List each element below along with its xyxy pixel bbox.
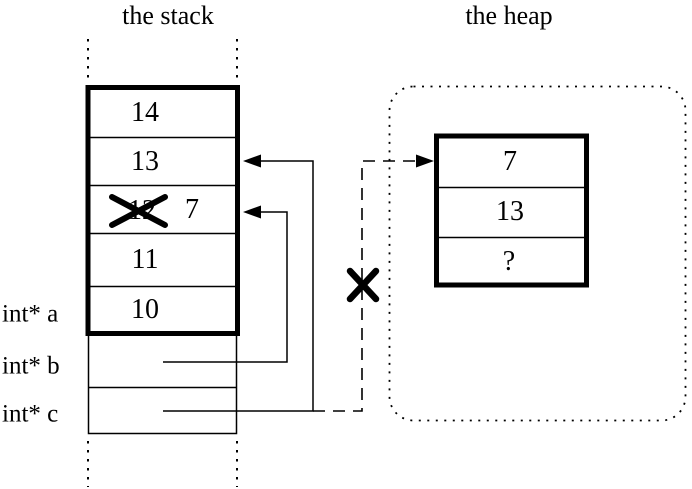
heap-title: the heap xyxy=(465,1,553,30)
stack-frame-box xyxy=(85,85,240,336)
stack-cell-value-0: 14 xyxy=(131,97,159,128)
heap-cell-dividers xyxy=(439,186,585,239)
pointer-b-line xyxy=(163,211,288,363)
stack-pointer-cells xyxy=(87,336,238,435)
stack-cell-replacement-value: 7 xyxy=(185,194,199,225)
dangling-pointer-arrowhead-icon xyxy=(416,154,434,168)
pointer-label-b: int* b xyxy=(2,352,60,380)
stack-cell-dividers xyxy=(90,136,236,288)
heap-cell-value-2: ? xyxy=(502,246,516,277)
pointer-label-a: int* a xyxy=(2,300,59,328)
stack-cell-value-1: 13 xyxy=(131,146,159,177)
heap-cell-value-1: 13 xyxy=(496,196,524,227)
pointer-label-c: int* c xyxy=(2,400,59,428)
stack-column-dotted-lines xyxy=(87,39,238,487)
pointer-c-arrowhead-icon xyxy=(243,154,261,168)
stack-cell-value-4: 10 xyxy=(131,294,159,325)
heap-block-box xyxy=(434,133,589,288)
pointer-b-arrowhead-icon xyxy=(243,205,261,219)
stack-title: the stack xyxy=(122,1,214,30)
heap-cell-value-0: 7 xyxy=(503,146,517,177)
stack-cell-value-3: 11 xyxy=(131,244,159,275)
dangling-pointer-dashed-line xyxy=(313,160,418,412)
stack-cell-value-2-crossed: 12 xyxy=(128,195,156,226)
broken-link-cross-icon xyxy=(346,267,380,303)
crossed-out-value-cross-icon xyxy=(109,194,168,228)
heap-region-dotted-border xyxy=(388,85,687,422)
pointer-c-line xyxy=(163,160,314,412)
